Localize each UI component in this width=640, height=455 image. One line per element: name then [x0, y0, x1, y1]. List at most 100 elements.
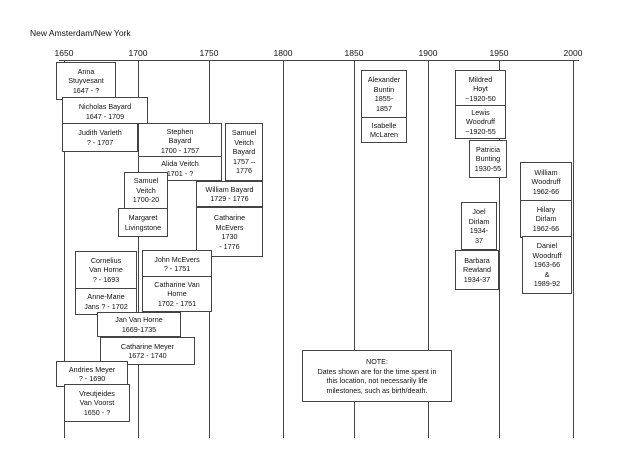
- person-box-line: Samuel: [133, 176, 159, 186]
- person-box-line: 1730: [221, 232, 238, 241]
- person-box-line: 1669-1735: [121, 324, 157, 334]
- person-box-line: Jans ? - 1702: [84, 301, 128, 311]
- person-box-line: 1963-66: [533, 260, 561, 270]
- person-box-line: 1857: [376, 103, 392, 113]
- year-gridline: [428, 60, 429, 438]
- year-label: 1700: [128, 48, 148, 58]
- person-box-line: Bunting: [475, 154, 501, 164]
- person-box-line: Hilary: [536, 204, 556, 214]
- person-box-line: &: [544, 269, 550, 279]
- timeline-top-rule: [59, 60, 579, 61]
- person-box-line: Dirlam: [535, 214, 557, 224]
- person-box-line: Veitch: [234, 137, 254, 147]
- person-box-line: 1701 - ?: [166, 168, 194, 178]
- year-gridline: [354, 60, 355, 438]
- person-box-line: Joel: [472, 207, 486, 216]
- person-box-line: 1934-37: [463, 274, 491, 284]
- person-box-line: McLaren: [370, 130, 398, 139]
- person-box-line: Vreutjeides: [79, 388, 115, 398]
- person-box-line: Lewis: [471, 107, 490, 117]
- person-box-line: Alexander: [367, 75, 401, 84]
- person-box-line: Stephen: [166, 126, 194, 136]
- person-box-line: William Bayard: [205, 184, 254, 194]
- person-box-line: 37: [475, 235, 483, 245]
- person-box-line: 1647 - ?: [72, 85, 100, 95]
- year-label: 1800: [273, 48, 293, 58]
- year-label: 1750: [199, 48, 219, 58]
- person-box-line: Van Voorst: [79, 398, 115, 408]
- person-box-line: Anne-Marie: [87, 292, 125, 301]
- year-label: 1950: [489, 48, 509, 58]
- year-label: 2000: [563, 48, 583, 58]
- person-box: John McEvers? - 1751: [142, 250, 212, 278]
- person-box-line: 1855-: [374, 94, 394, 103]
- person-box-line: Patricia: [476, 144, 500, 154]
- person-box-line: Samuel: [231, 128, 257, 138]
- person-box-line: 1962-66: [532, 223, 560, 233]
- year-label: 1900: [418, 48, 438, 58]
- person-box-line: 1934-: [469, 226, 489, 235]
- person-box-line: Hoyt: [473, 84, 488, 94]
- page-title: New Amsterdam/New York: [30, 28, 131, 38]
- year-gridline: [573, 60, 574, 438]
- note-box: NOTE:Dates shown are for the time spent …: [302, 350, 452, 402]
- person-box-line: Alida Veitch: [161, 159, 199, 168]
- person-box-line: Daniel: [536, 241, 558, 251]
- person-box-line: Barbara: [464, 255, 490, 265]
- person-box-line: Judith Varleth: [78, 128, 122, 137]
- person-box-line: 1702 - 1751: [157, 298, 197, 308]
- person-box-line: McEvers: [215, 222, 244, 232]
- note-line: NOTE:: [366, 357, 388, 366]
- person-box-line: Van Horne: [89, 265, 123, 275]
- year-label: 1850: [344, 48, 364, 58]
- person-box-line: John McEvers: [154, 254, 200, 264]
- person-box-line: Bayard: [168, 136, 192, 146]
- person-box-line: Woodruff: [466, 117, 495, 127]
- person-box-line: 1700-20: [132, 195, 160, 205]
- person-box-line: Nicholas Bayard: [78, 102, 132, 111]
- person-box-line: 1930-55: [474, 163, 502, 173]
- person-box-line: 1672 - 1740: [128, 351, 167, 360]
- person-box-line: Jan Van Horne: [115, 315, 163, 324]
- person-box-line: Mildred: [468, 74, 493, 84]
- year-gridline: [64, 60, 65, 438]
- person-box-line: Cornelius: [90, 255, 122, 265]
- person-box-line: - 1776: [219, 241, 240, 251]
- person-box-line: Margaret: [128, 213, 158, 222]
- person-box-line: Catharine Meyer: [120, 341, 175, 351]
- person-box-line: ~1920-55: [465, 126, 496, 136]
- person-box-line: 1962-66: [532, 186, 560, 196]
- person-box-line: 1700 - 1757: [160, 145, 200, 155]
- person-box-line: Bayard: [232, 147, 256, 157]
- year-gridline: [283, 60, 284, 438]
- person-box: Andries Meyer? - 1690: [56, 361, 128, 387]
- person-box-line: ? - 1751: [163, 264, 191, 273]
- year-gridline: [499, 60, 500, 438]
- person-box-line: Horne: [167, 289, 187, 299]
- person-box-line: Catharine: [213, 213, 246, 222]
- person-box-line: 1989-92: [533, 279, 561, 289]
- person-box-line: ? - 1693: [92, 274, 120, 284]
- person-box-line: Livingstone: [124, 222, 162, 232]
- person-box-line: Anna: [77, 66, 95, 76]
- person-box-line: Andries Meyer: [68, 364, 116, 374]
- year-gridline: [138, 60, 139, 438]
- person-box-line: Woodruff: [532, 250, 562, 260]
